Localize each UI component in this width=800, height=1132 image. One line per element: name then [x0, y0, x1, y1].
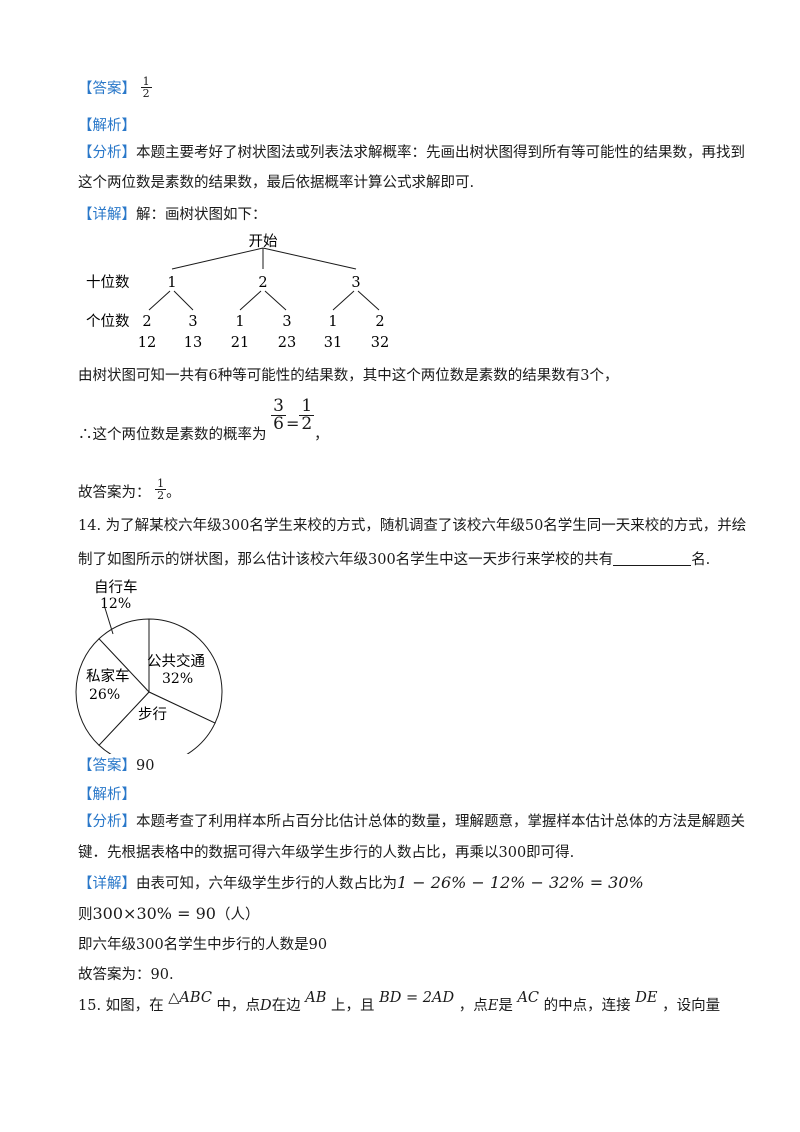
- prob-fraction-2: 1 2: [299, 396, 315, 434]
- pie-chart: 自行车 12% 公共交通 32% 步行 私家车 26%: [75, 579, 223, 754]
- q14-final-line: 故答案为：90.: [78, 967, 174, 983]
- q14-stem-line1: 14. 为了解某校六年级300名学生来校的方式，随机调查了该校六年级50名学生同…: [78, 518, 747, 534]
- calc-expression: 300×30% = 90: [92, 904, 216, 923]
- q14-conclusion-line: 即六年级300名学生中步行的人数是90: [78, 937, 328, 953]
- tree-diagram: 开始 十位数 个位数 1 2 3 2 3 1 3 1 2 12 13 21 23…: [86, 233, 389, 351]
- car-label: 私家车: [86, 668, 130, 685]
- answer-fraction: 1 2: [140, 75, 152, 100]
- q13-fenxi-line1: 【分析】本题主要考好了树状图法或列表法求解概率：先画出树状图得到所有等可能性的结…: [78, 145, 745, 161]
- q14-fenxi-line1: 【分析】本题考查了利用样本所占百分比估计总体的数量，理解题意，掌握样本估计总体的…: [78, 814, 745, 830]
- units-digit: 3: [282, 314, 291, 330]
- tens-digit: 2: [258, 275, 267, 291]
- car-slice: [75, 638, 150, 746]
- segment-de: DE: [635, 990, 658, 1006]
- q14-analysis-tag: 【解析】: [78, 787, 136, 803]
- q13-answer-line: 【答案】 1 2: [78, 76, 152, 99]
- q15-stem-line: 15. 如图，在 △ABC 中，点D在边 AB 上，且 BD = 2AD ，点E…: [78, 990, 721, 1014]
- units-digit: 1: [328, 314, 337, 330]
- q13-probability-line: ∴这个两位数是素数的概率为 3 6 = 1 2 ，: [78, 396, 329, 444]
- tens-digit: 3: [351, 275, 360, 291]
- q14-fenxi-line2: 键．先根据表格中的数据可得六年级学生步行的人数占比，再乘以300即可得.: [78, 845, 575, 861]
- bus-label: 公共交通: [147, 652, 205, 670]
- bike-percent: 12%: [100, 596, 131, 612]
- q13-fenxi-line2: 这个两位数是素数的结果数，最后依据概率计算公式求解即可.: [78, 175, 475, 191]
- bd-equals-2ad: BD = 2AD: [379, 990, 455, 1006]
- segment-ac: AC: [517, 990, 540, 1006]
- bus-slice: [148, 618, 223, 724]
- q14-calc-line: 则300×30% = 90（人）: [78, 904, 260, 923]
- walk-slice: [98, 691, 216, 754]
- q13-final-line: 故答案为： 1 2 。: [78, 477, 181, 502]
- equals-sign: =: [285, 414, 300, 433]
- bike-label: 自行车: [94, 579, 138, 596]
- units-label: 个位数: [86, 313, 130, 330]
- tens-digit: 1: [167, 275, 176, 291]
- result-number: 32: [371, 335, 389, 351]
- tree-root: 开始: [249, 233, 278, 250]
- answer-blank: [613, 551, 692, 566]
- percent-expression: 1 − 26% − 12% − 32% = 30%: [397, 873, 644, 892]
- triangle-abc: △ABC: [168, 990, 212, 1006]
- bike-leader-line: [104, 607, 114, 635]
- answer-tag: 【答案】: [78, 81, 136, 97]
- q14-stem-line2: 制了如图所示的饼状图，那么估计该校六年级300名学生中这一天步行来学校的共有名.: [78, 551, 711, 568]
- result-number: 12: [138, 335, 156, 351]
- result-number: 23: [278, 335, 296, 351]
- units-digit: 3: [188, 314, 197, 330]
- units-digit: 2: [375, 314, 384, 330]
- walk-label: 步行: [138, 706, 167, 723]
- q13-analysis-tag: 【解析】: [78, 118, 136, 134]
- result-number: 21: [231, 335, 249, 351]
- q14-detail-line: 【详解】由表可知，六年级学生步行的人数占比为1 − 26% − 12% − 32…: [78, 873, 644, 892]
- q14-answer-line: 【答案】90: [78, 758, 155, 774]
- segment-ab: AB: [305, 990, 327, 1006]
- q13-detail-line: 【详解】解：画树状图如下：: [78, 207, 267, 223]
- result-number: 13: [184, 335, 202, 351]
- tens-label: 十位数: [86, 274, 130, 291]
- bus-percent: 32%: [162, 671, 193, 687]
- car-percent: 26%: [89, 687, 120, 703]
- final-fraction: 1 2: [155, 477, 167, 502]
- units-digit: 1: [235, 314, 244, 330]
- result-number: 31: [324, 335, 342, 351]
- prob-fraction-1: 3 6: [271, 396, 286, 434]
- units-digit: 2: [142, 314, 151, 330]
- q13-result-line: 由树状图可知一共有6种等可能性的结果数，其中这个两位数是素数的结果数有3个，: [78, 368, 619, 384]
